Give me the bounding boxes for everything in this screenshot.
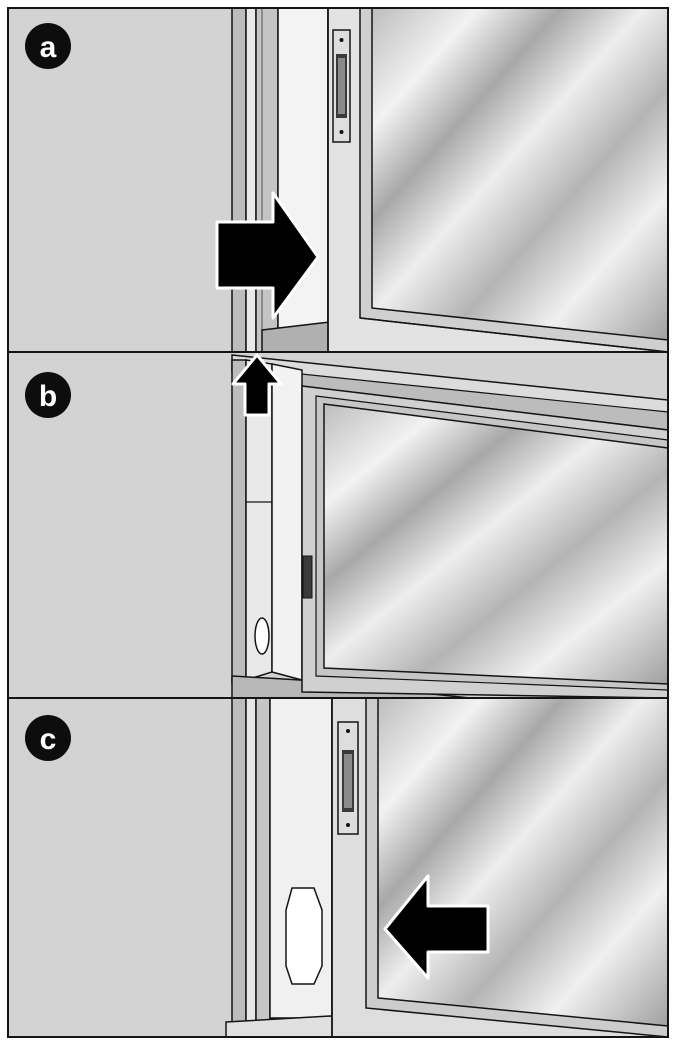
latch-plate — [337, 721, 359, 835]
oval-cutout — [285, 887, 323, 985]
latch-plate — [332, 29, 351, 143]
latch-plate — [302, 555, 313, 599]
door-frame — [231, 698, 333, 1037]
arrow-left — [383, 874, 490, 980]
step-badge-a: a — [25, 23, 71, 69]
bottom-rail — [261, 321, 341, 352]
door-frame — [231, 8, 279, 352]
oval-cutout — [254, 617, 270, 655]
step-badge-c: c — [25, 715, 71, 761]
panel-a: a — [8, 8, 668, 352]
step-label-c: c — [40, 723, 57, 756]
panel-c: c — [8, 698, 668, 1037]
door-panel — [327, 8, 668, 352]
arrow-up — [231, 353, 283, 417]
panel-b: b — [8, 352, 668, 698]
door-panel — [331, 698, 668, 1037]
glass-pane — [323, 403, 668, 685]
panel-borders — [7, 7, 669, 1038]
door-panel — [301, 385, 668, 698]
glass-pane — [371, 8, 668, 341]
step-label-b: b — [39, 380, 57, 413]
arrow-right — [215, 191, 320, 320]
step-label-a: a — [40, 31, 57, 64]
glass-pane — [377, 698, 668, 1027]
step-badge-b: b — [25, 372, 71, 418]
